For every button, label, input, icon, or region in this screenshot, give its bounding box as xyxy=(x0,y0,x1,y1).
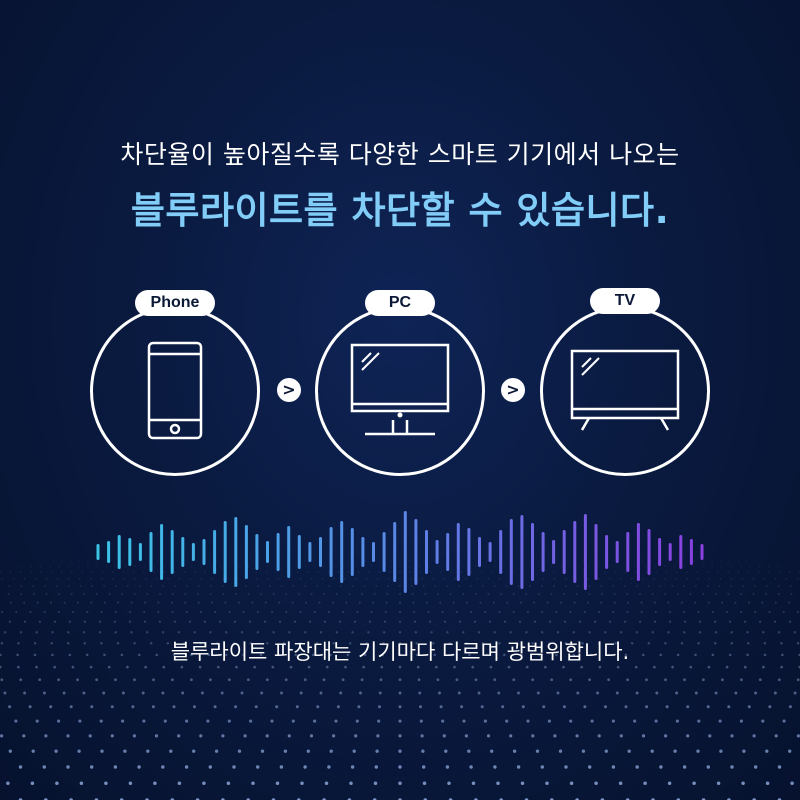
wave-bar xyxy=(689,539,693,565)
wave-bar xyxy=(128,538,132,566)
wave-bar xyxy=(488,542,492,562)
wave-bar xyxy=(605,535,609,569)
device-label-tv: TV xyxy=(590,288,660,314)
wave-bar xyxy=(266,541,269,563)
wave-bar xyxy=(297,535,301,569)
smartphone-icon xyxy=(147,341,203,440)
arrow-right-icon: > xyxy=(501,378,525,402)
wave-bar xyxy=(414,519,418,585)
wave-bar xyxy=(117,535,121,569)
wave-bar xyxy=(340,521,344,583)
wave-bar xyxy=(181,537,185,567)
wave-bar xyxy=(531,523,534,581)
wave-bar xyxy=(319,537,322,567)
wave-bar xyxy=(223,521,227,583)
wave-bar xyxy=(403,511,407,593)
wave-bar xyxy=(467,528,471,576)
wave-bar xyxy=(700,544,704,560)
arrow-right-icon: > xyxy=(277,378,301,402)
wave-bar xyxy=(170,530,174,574)
wave-bar xyxy=(234,517,238,587)
wave-bar xyxy=(626,532,630,572)
device-label-pc: PC xyxy=(365,290,435,316)
wave-bar xyxy=(573,521,577,583)
wave-bar xyxy=(520,515,524,589)
wave-bar xyxy=(594,524,598,580)
wave-bar xyxy=(541,532,545,572)
wave-bar xyxy=(425,530,428,574)
headline-title: 블루라이트를 차단할 수 있습니다. xyxy=(130,189,670,232)
wave-bar xyxy=(647,529,651,575)
wave-bar xyxy=(658,538,662,566)
wave-bar xyxy=(160,524,164,580)
wave-bar xyxy=(350,528,354,576)
wave-bar xyxy=(138,543,142,561)
wave-bar xyxy=(372,542,375,562)
desktop-monitor-icon xyxy=(350,343,450,436)
wave-bar xyxy=(393,522,397,582)
wave-bar xyxy=(562,530,566,574)
headline-subtitle: 차단율이 높아질수록 다양한 스마트 기기에서 나오는 xyxy=(120,140,680,169)
wave-bar xyxy=(446,533,450,571)
wave-bar xyxy=(308,542,312,562)
wave-bar xyxy=(679,535,683,569)
wave-bar xyxy=(435,540,439,564)
wave-bar xyxy=(287,526,291,578)
wave-bar xyxy=(509,519,513,585)
wave-bar xyxy=(244,525,248,579)
wave-bar xyxy=(329,527,333,577)
wave-bar xyxy=(478,537,481,567)
wave-bar xyxy=(276,533,280,571)
wave-bar xyxy=(456,523,460,581)
wave-bar xyxy=(361,537,365,567)
wave-bar xyxy=(636,523,640,581)
wave-bar xyxy=(552,540,556,564)
wave-bar xyxy=(149,532,153,572)
wave-bar xyxy=(615,541,619,563)
wave-bar xyxy=(583,514,587,590)
wave-bar xyxy=(255,534,259,570)
sound-wave-bars xyxy=(96,511,704,593)
device-label-phone: Phone xyxy=(135,290,215,316)
wave-bar xyxy=(107,541,111,563)
wave-bar xyxy=(382,532,386,572)
caption-text: 블루라이트 파장대는 기기마다 다르며 광범위합니다. xyxy=(170,640,630,664)
wave-bar xyxy=(668,543,672,561)
wave-bar xyxy=(191,543,195,561)
television-icon xyxy=(570,349,680,431)
wave-bar xyxy=(499,530,503,574)
wave-bar xyxy=(213,530,217,574)
wave-bar xyxy=(96,544,100,560)
wave-bar xyxy=(202,539,206,565)
